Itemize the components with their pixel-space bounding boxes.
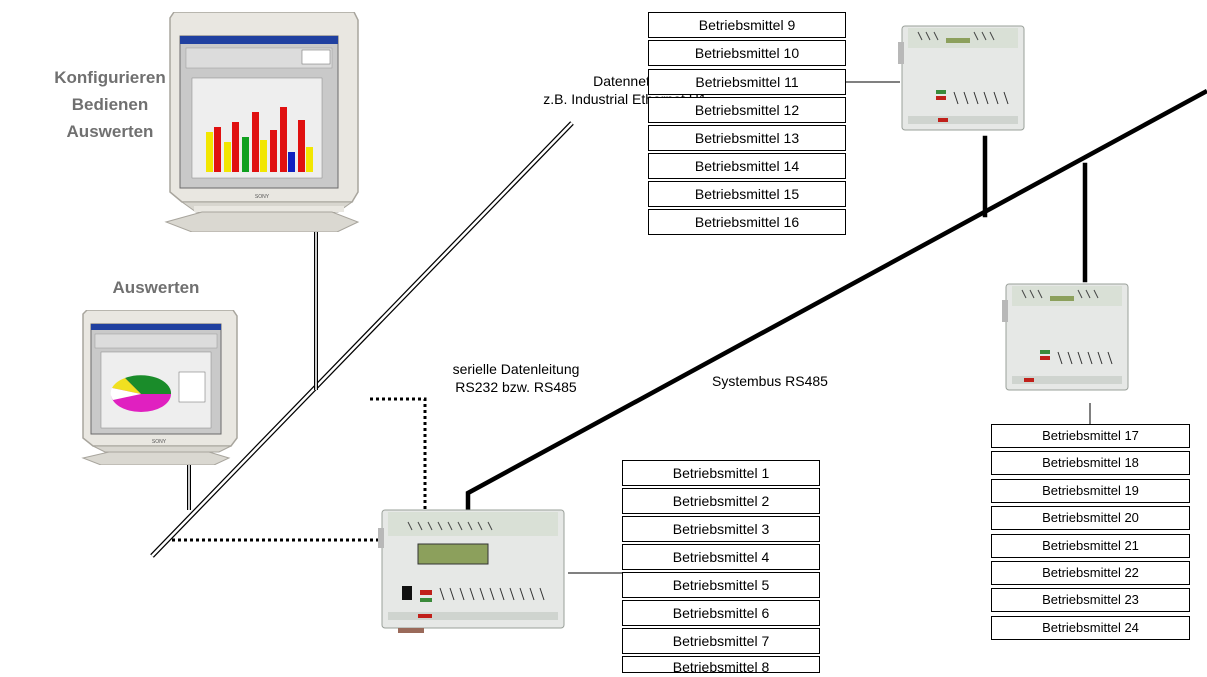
svg-text:SONY: SONY [255, 194, 270, 200]
serial-dotted-line [172, 397, 427, 542]
datennetz-title: Datennetz [593, 73, 657, 89]
equipment-box: Betriebsmittel 5 [622, 572, 820, 598]
equipment-box: Betriebsmittel 9 [648, 12, 846, 38]
equipment-box: Betriebsmittel 7 [622, 628, 820, 654]
equipment-box: Betriebsmittel 21 [991, 534, 1190, 558]
viewer-role-label: Auswerten [112, 278, 200, 297]
systembus-label: Systembus RS485 [712, 373, 828, 389]
serial-line-standard: RS232 bzw. RS485 [455, 379, 577, 395]
admin-roles-label: Konfigurieren Bedienen Auswerten [28, 64, 192, 145]
monitor-auswerten-icon: SONY [81, 310, 238, 465]
equipment-box: Betriebsmittel 14 [648, 153, 846, 179]
monitor-konfigurieren-icon: SONY [164, 12, 360, 232]
svg-text:SONY: SONY [152, 439, 167, 445]
equipment-box: Betriebsmittel 22 [991, 561, 1190, 585]
systembus-line [465, 88, 1207, 513]
controller-main-icon [378, 509, 565, 633]
equipment-box: Betriebsmittel 10 [648, 40, 846, 66]
serial-line-label: serielle Datenleitung RS232 bzw. RS485 [412, 360, 620, 396]
pie-chart-icon [110, 371, 206, 412]
role-konfigurieren: Konfigurieren [54, 68, 166, 87]
equipment-connectors [568, 81, 1091, 574]
role-bedienen: Bedienen [71, 95, 149, 114]
controller-right-icon [1002, 283, 1129, 391]
equipment-box: Betriebsmittel 12 [648, 97, 846, 123]
equipment-box: Betriebsmittel 6 [622, 600, 820, 626]
equipment-box: Betriebsmittel 19 [991, 479, 1190, 503]
serial-line-title: serielle Datenleitung [452, 361, 580, 377]
controller-top-icon [898, 25, 1025, 131]
equipment-box: Betriebsmittel 13 [648, 125, 846, 151]
equipment-box: Betriebsmittel 8 [622, 656, 820, 675]
equipment-box: Betriebsmittel 17 [991, 424, 1190, 448]
equipment-box: Betriebsmittel 1 [622, 460, 820, 486]
equipment-box: Betriebsmittel 3 [622, 516, 820, 542]
equipment-box: Betriebsmittel 16 [648, 209, 846, 235]
equipment-box: Betriebsmittel 20 [991, 506, 1190, 530]
role-auswerten: Auswerten [66, 122, 154, 141]
datennetz-line [150, 121, 574, 558]
equipment-box: Betriebsmittel 23 [991, 588, 1190, 612]
equipment-box: Betriebsmittel 4 [622, 544, 820, 570]
equipment-box: Betriebsmittel 24 [991, 616, 1190, 640]
equipment-box: Betriebsmittel 18 [991, 451, 1190, 475]
equipment-box: Betriebsmittel 2 [622, 488, 820, 514]
equipment-box: Betriebsmittel 15 [648, 181, 846, 207]
equipment-box: Betriebsmittel 11 [648, 69, 846, 95]
bar-chart-icon [206, 107, 313, 172]
